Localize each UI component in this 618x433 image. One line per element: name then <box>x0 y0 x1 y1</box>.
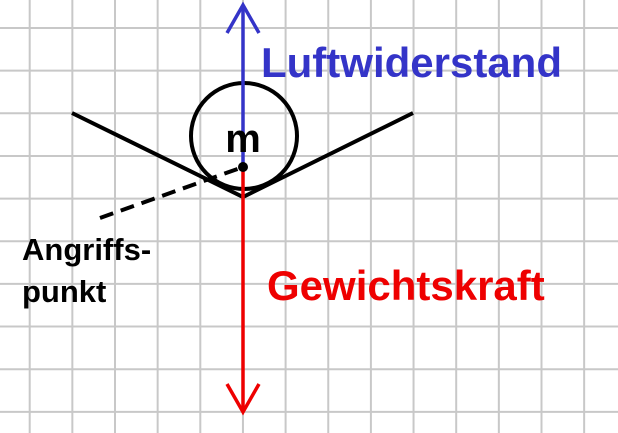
air-resistance-label: Luftwiderstand <box>261 39 562 86</box>
weight-force-arrow <box>225 167 261 416</box>
attack-point-label-line1: Angriffs- <box>22 232 151 267</box>
mass-label: m <box>225 117 261 161</box>
attack-point-pointer <box>99 165 244 220</box>
attack-point-label-line2: punkt <box>22 274 106 309</box>
air-resistance-arrow <box>225 1 261 167</box>
attack-point-dot <box>238 162 248 172</box>
weight-force-label: Gewichtskraft <box>267 262 545 309</box>
